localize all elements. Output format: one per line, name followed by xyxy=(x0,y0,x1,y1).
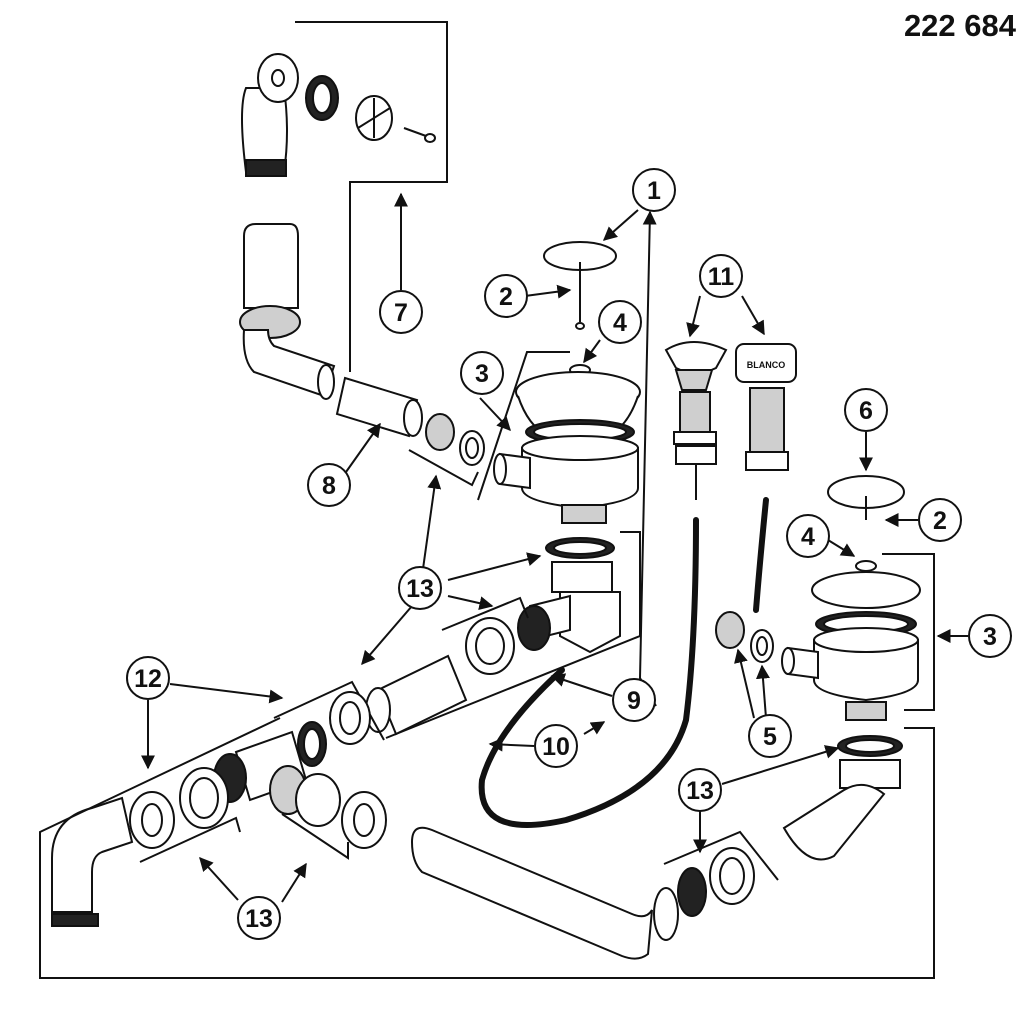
callout-3-label: 3 xyxy=(475,360,489,388)
callout-3-right-label: 3 xyxy=(983,623,997,651)
callout-5-label: 5 xyxy=(763,723,777,751)
strainer-basin-right xyxy=(781,553,935,721)
leader-arrows xyxy=(141,192,968,903)
callout-10: 10 xyxy=(534,724,578,768)
callout-1: 1 xyxy=(632,168,676,212)
callout-2-right-label: 2 xyxy=(933,507,947,535)
callout-13-center-label: 13 xyxy=(406,575,434,603)
callout-5: 5 xyxy=(748,714,792,758)
callout-4: 4 xyxy=(598,300,642,344)
callout-7-label: 7 xyxy=(394,299,408,327)
callout-2-label: 2 xyxy=(499,283,513,311)
overflow-knob-left xyxy=(478,341,728,828)
bottom-right-elbow xyxy=(782,735,903,861)
overflow-pipe xyxy=(239,223,336,400)
horizontal-tube xyxy=(365,654,468,736)
callout-6-label: 6 xyxy=(859,397,873,425)
callout-4-right-label: 4 xyxy=(801,523,815,551)
callout-10-label: 10 xyxy=(542,733,570,761)
overflow-tube-8 xyxy=(335,376,423,438)
bottom-left-elbow xyxy=(51,796,134,927)
callout-13-bottom-label: 13 xyxy=(245,905,273,933)
callout-3-right: 3 xyxy=(968,614,1012,658)
strainer-basin-left xyxy=(477,241,641,524)
callout-3: 3 xyxy=(460,351,504,395)
callout-13-right: 13 xyxy=(678,768,722,812)
overflow-kit-group xyxy=(241,21,448,372)
callout-13-center: 13 xyxy=(398,566,442,610)
callout-4-right: 4 xyxy=(786,514,830,558)
knob-brand-label: BLANCO xyxy=(747,360,786,370)
callout-6: 6 xyxy=(844,388,888,432)
callout-11-label: 11 xyxy=(708,263,735,291)
callout-2: 2 xyxy=(484,274,528,318)
callout-11: 11 xyxy=(699,254,743,298)
callout-9: 9 xyxy=(612,678,656,722)
lower-left-nut-group xyxy=(273,680,385,767)
callout-2-right: 2 xyxy=(918,498,962,542)
callout-7: 7 xyxy=(379,290,423,334)
callout-1-label: 1 xyxy=(647,177,661,205)
callout-4-label: 4 xyxy=(613,309,627,337)
callout-9-label: 9 xyxy=(627,687,641,715)
nut-washer-5 xyxy=(715,611,774,663)
strainer-plug-right xyxy=(827,475,905,520)
catalog-number: 222 684 xyxy=(904,8,1017,43)
callout-8-label: 8 xyxy=(322,472,336,500)
overflow-knob-right: BLANCO xyxy=(735,343,797,613)
nut-washer-left xyxy=(408,413,485,487)
lower-left-tee xyxy=(129,730,387,863)
callout-12: 12 xyxy=(126,656,170,700)
assembly-frame xyxy=(39,717,935,979)
long-outlet-pipe xyxy=(410,826,779,960)
callout-13-bottom: 13 xyxy=(237,896,281,940)
callout-13-right-label: 13 xyxy=(686,777,714,805)
callout-8: 8 xyxy=(307,463,351,507)
callout-12-label: 12 xyxy=(134,665,162,693)
main-tee-fitting xyxy=(385,531,641,739)
